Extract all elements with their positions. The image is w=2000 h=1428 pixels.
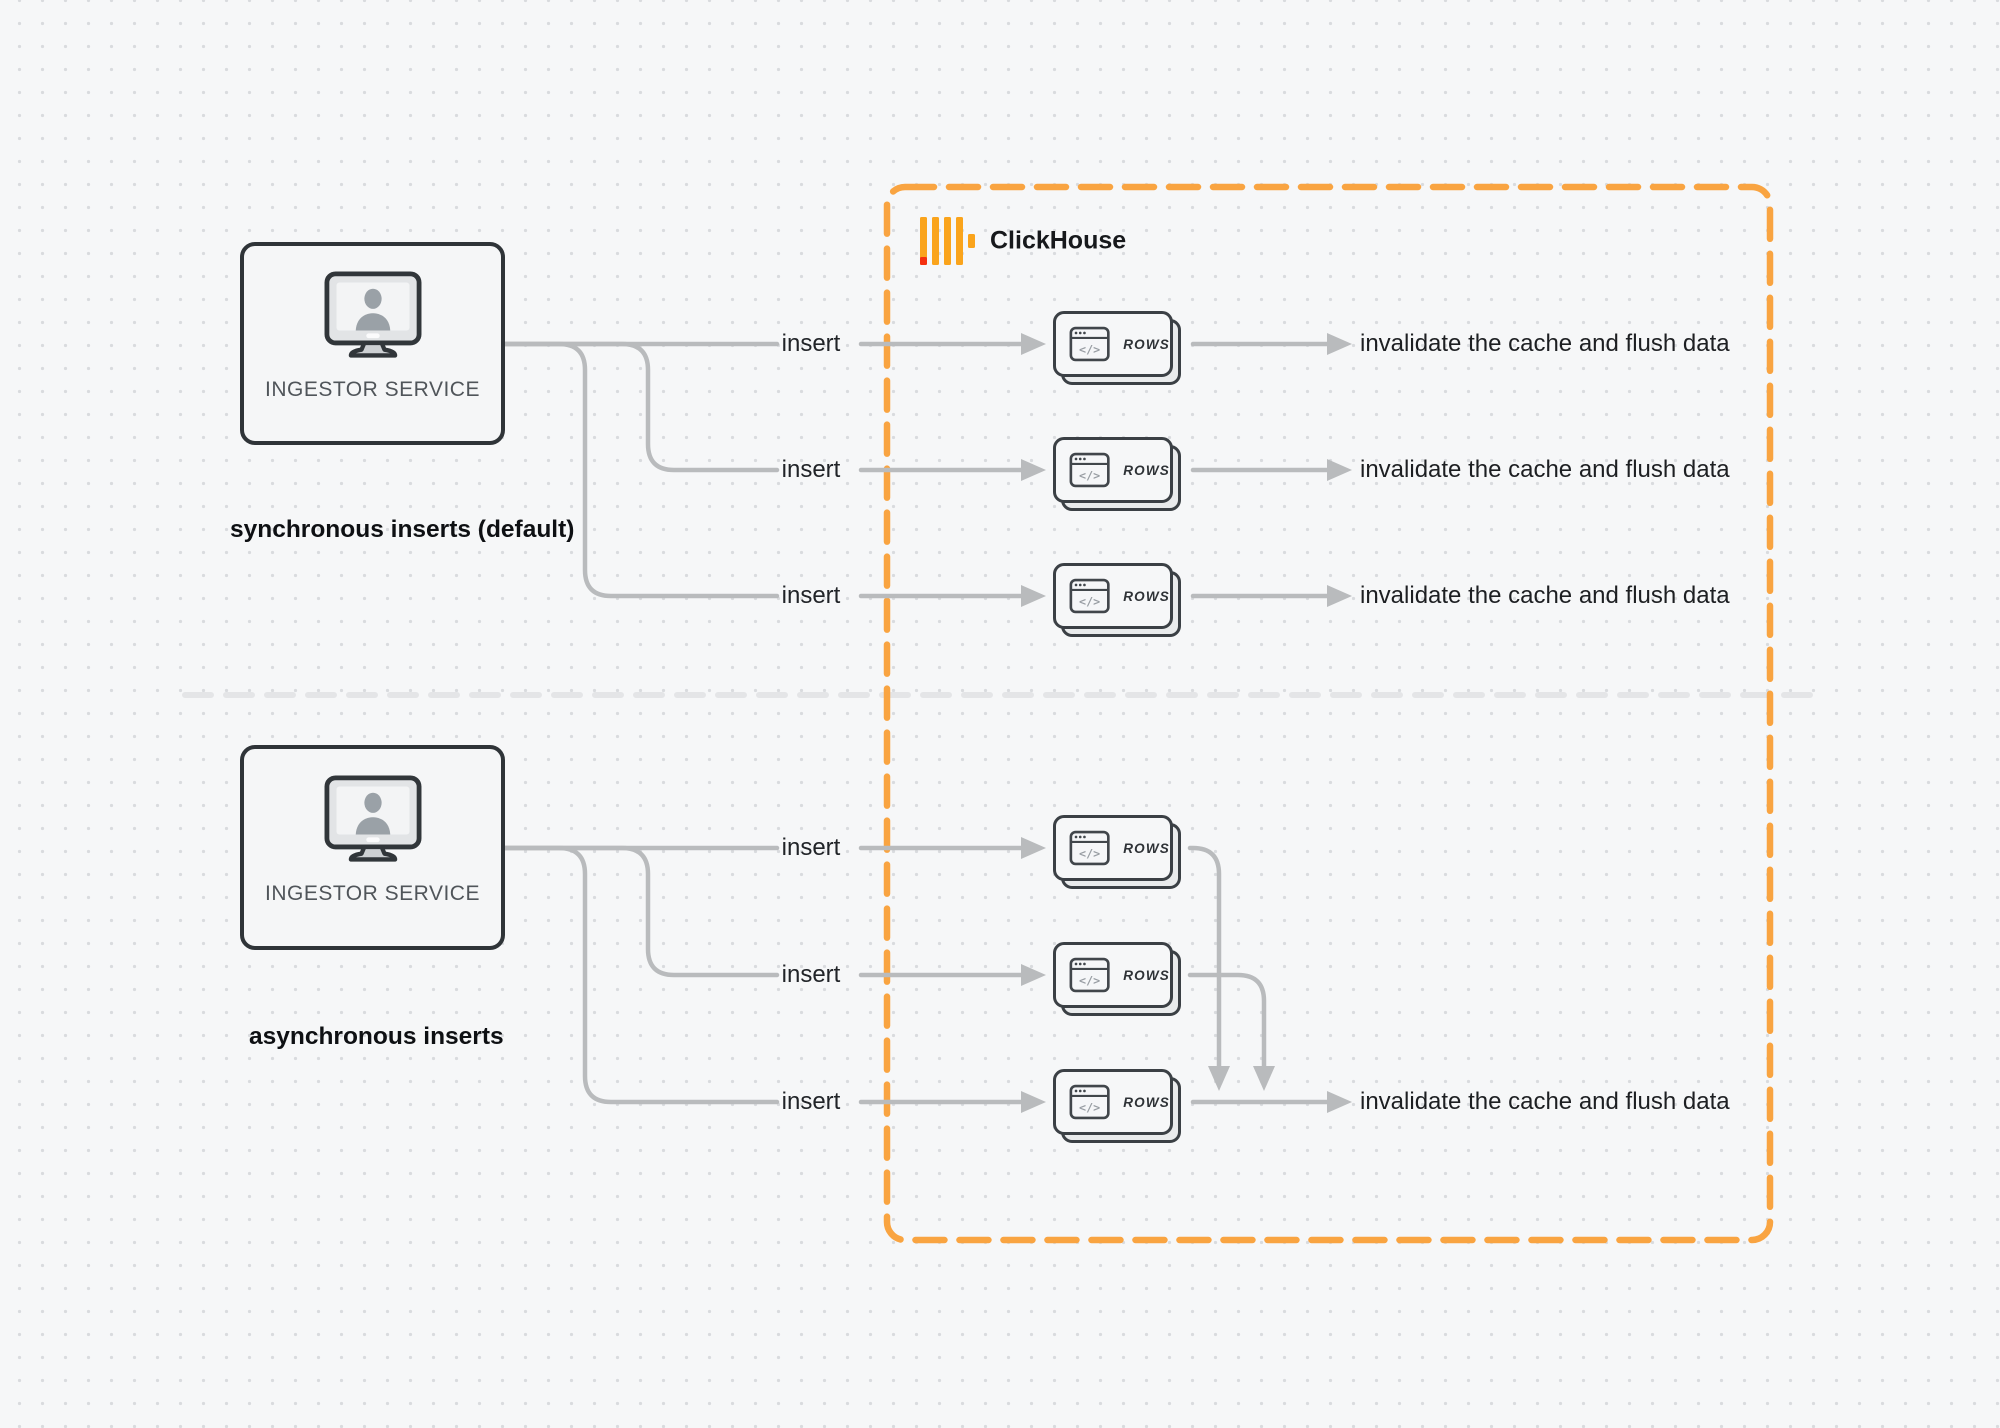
arrowhead	[1327, 1091, 1352, 1113]
code-window-icon: </>	[1069, 1084, 1110, 1120]
rows-label: ROWS	[1123, 336, 1170, 352]
arrowhead	[1208, 1066, 1230, 1091]
result-label: invalidate the cache and flush data	[1360, 582, 1730, 609]
rows-label: ROWS	[1123, 462, 1170, 478]
connector-line	[502, 341, 780, 473]
rows-label: ROWS	[1123, 588, 1170, 604]
svg-text:</>: </>	[1079, 594, 1100, 608]
connector-line	[502, 845, 780, 1105]
arrowhead	[1327, 585, 1352, 607]
arrowhead	[1253, 1066, 1275, 1091]
ingestor-service-label: INGESTOR SERVICE	[265, 882, 480, 905]
connector-line	[502, 341, 780, 599]
rows-block: </> ROWS	[1053, 815, 1181, 889]
insert-label: insert	[781, 1088, 841, 1115]
insert-label: insert	[781, 456, 841, 483]
arrowhead	[1021, 964, 1046, 986]
caption-async: asynchronous inserts	[249, 1023, 504, 1050]
rows-block: </> ROWS	[1053, 311, 1181, 385]
arrowhead	[1021, 333, 1046, 355]
clickhouse-title: ClickHouse	[990, 226, 1127, 255]
rows-block: </> ROWS	[1053, 563, 1181, 637]
svg-text:</>: </>	[1079, 342, 1100, 356]
arrowhead	[1021, 585, 1046, 607]
connector-line	[1187, 845, 1222, 1069]
result-label: invalidate the cache and flush data	[1360, 1088, 1730, 1115]
ingestor-box-sync: INGESTOR SERVICE	[240, 242, 505, 445]
rows-block: </> ROWS	[1053, 437, 1181, 511]
arrowhead	[1327, 333, 1352, 355]
result-label: invalidate the cache and flush data	[1360, 330, 1730, 357]
rows-block: </> ROWS	[1053, 1069, 1181, 1143]
code-window-icon: </>	[1069, 578, 1110, 614]
connector-line	[502, 845, 780, 978]
insert-label: insert	[781, 582, 841, 609]
monitor-user-icon	[324, 775, 421, 862]
monitor-user-icon	[324, 271, 421, 358]
svg-text:</>: </>	[1079, 1100, 1100, 1114]
svg-text:</>: </>	[1079, 468, 1100, 482]
arrowhead	[1021, 837, 1046, 859]
connector-line	[1187, 972, 1267, 1069]
rows-label: ROWS	[1123, 967, 1170, 983]
arrowhead	[1327, 459, 1352, 481]
clickhouse-bars-icon	[920, 217, 975, 270]
arrowhead	[1021, 1091, 1046, 1113]
clickhouse-boundary-box	[883, 183, 1774, 1244]
code-window-icon: </>	[1069, 452, 1110, 488]
code-window-icon: </>	[1069, 326, 1110, 362]
rows-block: </> ROWS	[1053, 942, 1181, 1016]
rows-label: ROWS	[1123, 840, 1170, 856]
result-label: invalidate the cache and flush data	[1360, 456, 1730, 483]
arrowhead	[1021, 459, 1046, 481]
ingestor-box-async: INGESTOR SERVICE	[240, 745, 505, 950]
code-window-icon: </>	[1069, 957, 1110, 993]
insert-label: insert	[781, 834, 841, 861]
svg-text:</>: </>	[1079, 846, 1100, 860]
svg-text:</>: </>	[1079, 973, 1100, 987]
ingestor-service-label: INGESTOR SERVICE	[265, 378, 480, 401]
rows-label: ROWS	[1123, 1094, 1170, 1110]
insert-label: insert	[781, 330, 841, 357]
code-window-icon: </>	[1069, 830, 1110, 866]
insert-label: insert	[781, 961, 841, 988]
caption-sync: synchronous inserts (default)	[230, 516, 575, 543]
